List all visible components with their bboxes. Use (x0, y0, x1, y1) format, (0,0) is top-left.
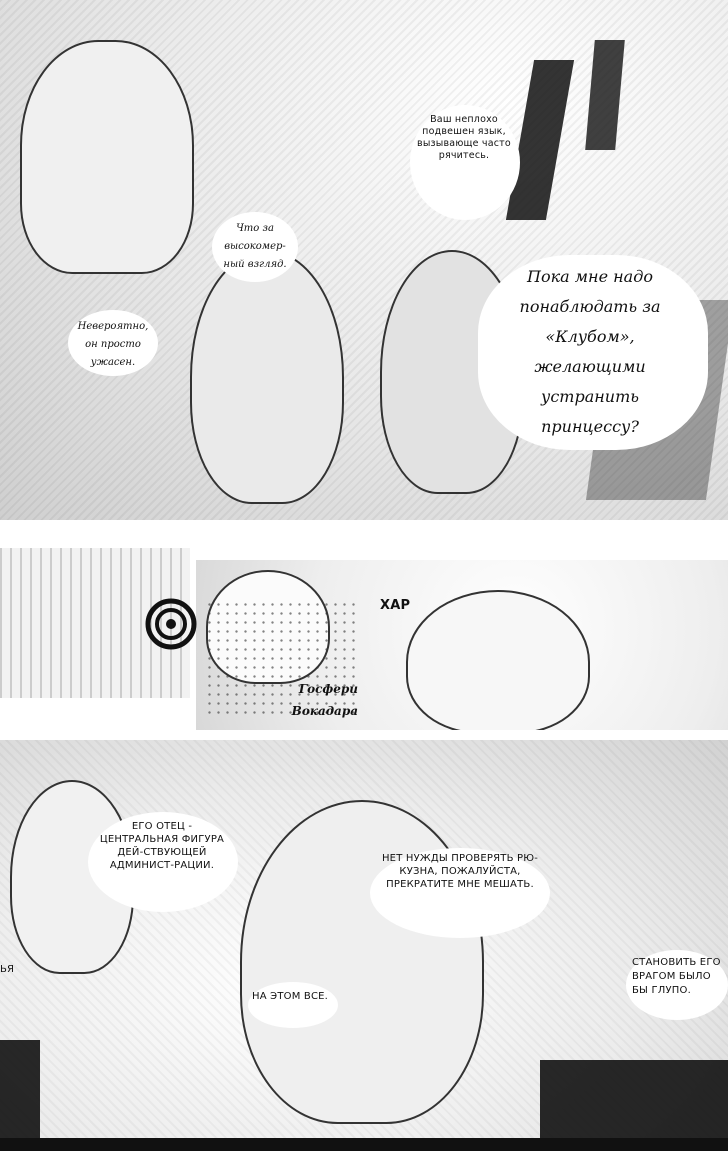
name-tag-text: Госфери Вокадара (291, 682, 358, 718)
bubble-text-father: ЕГО ОТЕЦ - ЦЕНТРАЛЬНАЯ ФИГУРА ДЕЙ-СТВУЮЩ… (99, 821, 225, 871)
bubble-text-partial-left: ЬЯ (0, 964, 15, 975)
dark-ground-left (0, 1040, 40, 1151)
bubble-text-that-all: НА ЭТОМ ВСЕ. (252, 991, 329, 1002)
bubble-text-enemy: СТАНОВИТЬ ЕГО ВРАГОМ БЫЛО БЫ ГЛУПО. (632, 957, 721, 996)
bottom-black-strip (0, 1138, 728, 1151)
dark-coat-bottom (540, 1060, 728, 1151)
character-figure-center (190, 250, 344, 504)
speech-bubble-that-all (248, 982, 338, 1028)
bubble-text-incredible: Невероятно, он просто ужасен. (77, 321, 149, 368)
speech-bubble-arrogant (212, 212, 298, 282)
bottom-panel (0, 740, 728, 1151)
bubble-text-arrogant: Что за высокомер-ный взгляд. (223, 223, 287, 270)
top-panel: Ваш неплохо подвешен язык, вызывающе час… (0, 0, 728, 520)
narration-bubble (478, 255, 708, 450)
dark-hair-stroke (505, 60, 575, 220)
panel-gutter-2 (0, 730, 728, 740)
screentone-dots (205, 600, 355, 720)
speech-bubble-incredible (68, 310, 158, 376)
speech-bubble-enemy (626, 950, 728, 1020)
bubble-text-tongue: Ваш неплохо подвешен язык, вызывающе час… (417, 114, 511, 161)
character-figure-left (20, 40, 194, 274)
character-face-glasses (406, 590, 590, 730)
bubble-text-no-need: НЕТ НУЖДЫ ПРОВЕРЯТЬ РЮ-КУЗНА, ПОЖАЛУЙСТА… (381, 853, 539, 890)
speech-bubble-no-need (370, 848, 550, 938)
speech-bubble-tongue (410, 105, 520, 220)
dark-hair-stroke-2 (585, 40, 625, 150)
swirl-icon (145, 598, 197, 650)
narration-text: Пока мне надо понаблюдать за «Клубом», ж… (519, 267, 661, 436)
panel-gutter-1 (0, 520, 728, 548)
speech-bubble-father (88, 812, 238, 912)
sfx-laugh: ХАР (380, 598, 411, 613)
